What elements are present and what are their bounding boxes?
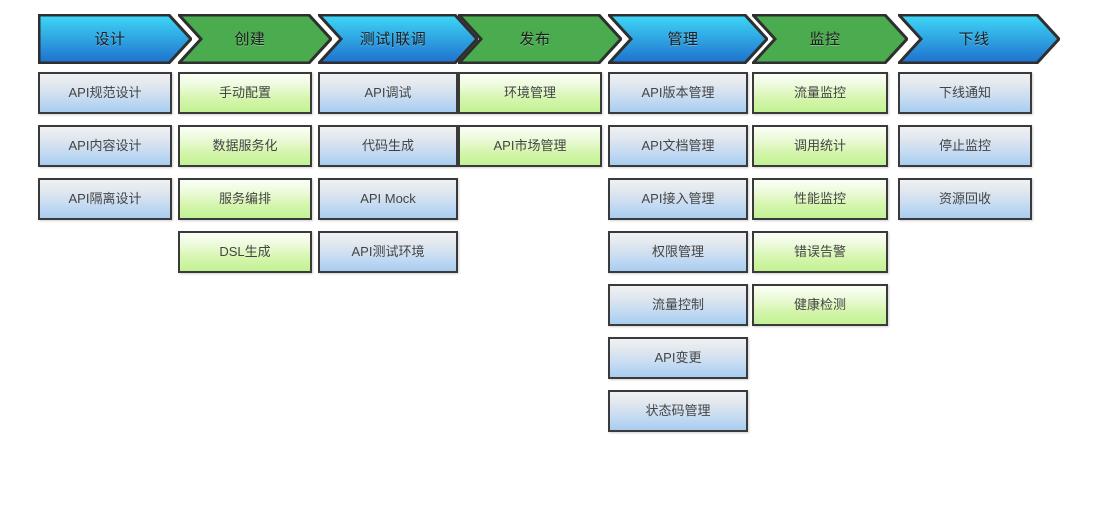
api-lifecycle-diagram: 设计 创建 测试|联调 发布 管理 监控 下线 API规范设计 API内容设计 API隔离设计 手… [38,14,1060,443]
phase-column-1: API规范设计 API内容设计 API隔离设计 [38,72,172,231]
phase-chevron-shape [178,14,332,64]
capability-card-label: DSL生成 [219,243,271,259]
capability-card[interactable]: 权限管理 [608,231,748,273]
capability-card[interactable]: API市场管理 [458,125,602,167]
capability-card[interactable]: 停止监控 [898,125,1032,167]
capability-card[interactable]: 环境管理 [458,72,602,114]
capability-card-label: 手动配置 [218,84,271,100]
phase-chevron-shape [608,14,768,64]
phase-header-7[interactable]: 下线 [898,14,1060,64]
phase-header-6[interactable]: 监控 [752,14,908,64]
phase-header-label: 创建 [234,30,266,48]
capability-card[interactable]: API内容设计 [38,125,172,167]
capability-card[interactable]: API接入管理 [608,178,748,220]
capability-card[interactable]: 错误告警 [752,231,888,273]
capability-card-label: API市场管理 [493,137,567,153]
capability-card-label: API调试 [364,84,412,100]
phase-column-5: API版本管理 API文档管理 API接入管理权限管理流量控制 API变更状态码管理 [608,72,748,443]
phase-column-7: 下线通知停止监控资源回收 [898,72,1032,231]
capability-card-label: API变更 [654,349,702,365]
capability-card-label: 数据服务化 [212,137,278,153]
capability-card[interactable]: DSL生成 [178,231,312,273]
capability-card[interactable]: API隔离设计 [38,178,172,220]
capability-card-label: API文档管理 [641,137,715,153]
capability-card-label: API内容设计 [68,137,142,153]
phase-header-2[interactable]: 创建 [178,14,332,64]
capability-card[interactable]: 调用统计 [752,125,888,167]
phase-header-label: 测试|联调 [359,30,427,48]
phase-column-4: 环境管理 API市场管理 [458,72,602,178]
capability-card[interactable]: 状态码管理 [608,390,748,432]
phase-header-label: 管理 [667,30,699,48]
capability-card-label: 流量监控 [793,84,846,100]
capability-card[interactable]: 下线通知 [898,72,1032,114]
capability-card-label: 环境管理 [503,84,556,100]
capability-card-label: 流量控制 [651,296,704,312]
capability-card-label: 性能监控 [793,190,846,206]
phase-header-1[interactable]: 设计 [38,14,192,64]
capability-card-label: 停止监控 [938,137,991,153]
phase-column-2: 手动配置数据服务化服务编排 DSL生成 [178,72,312,284]
phase-chevron-shape [752,14,908,64]
capability-card[interactable]: API调试 [318,72,458,114]
capability-card[interactable]: 代码生成 [318,125,458,167]
capability-card-label: API测试环境 [351,243,425,259]
capability-card[interactable]: 手动配置 [178,72,312,114]
capability-card-label: 服务编排 [218,190,271,206]
capability-card[interactable]: 服务编排 [178,178,312,220]
capability-card-label: 代码生成 [361,137,414,153]
phase-header-label: 发布 [519,30,551,48]
capability-card[interactable]: API测试环境 [318,231,458,273]
capability-card[interactable]: API变更 [608,337,748,379]
capability-card-label: 调用统计 [793,137,846,153]
capability-card[interactable]: 性能监控 [752,178,888,220]
phase-header-label: 下线 [958,30,990,48]
capability-card[interactable]: API Mock [318,178,458,220]
capability-card-label: API Mock [360,190,416,206]
capability-card-label: 权限管理 [651,243,704,259]
capability-card[interactable]: API文档管理 [608,125,748,167]
capability-card-label: 下线通知 [938,84,991,100]
capability-card[interactable]: API版本管理 [608,72,748,114]
capability-card[interactable]: 流量监控 [752,72,888,114]
capability-card-label: 错误告警 [793,243,846,259]
phase-chevron-shape [38,14,192,64]
capability-card[interactable]: 流量控制 [608,284,748,326]
phase-chevron-shape [898,14,1060,64]
capability-card-label: 状态码管理 [645,402,711,418]
capability-card[interactable]: 健康检测 [752,284,888,326]
phase-header-4[interactable]: 发布 [458,14,622,64]
capability-card-label: 健康检测 [793,296,846,312]
capability-card[interactable]: 资源回收 [898,178,1032,220]
capability-card[interactable]: 数据服务化 [178,125,312,167]
capability-card-label: 资源回收 [938,190,991,206]
phase-chevron-shape [318,14,478,64]
capability-card[interactable]: API规范设计 [38,72,172,114]
phase-header-label: 监控 [809,30,841,48]
phase-header-3[interactable]: 测试|联调 [318,14,478,64]
capability-card-label: API隔离设计 [68,190,142,206]
capability-card-label: API接入管理 [641,190,715,206]
capability-card-label: API版本管理 [641,84,715,100]
capability-card-label: API规范设计 [68,84,142,100]
phase-header-5[interactable]: 管理 [608,14,768,64]
phase-column-6: 流量监控调用统计性能监控错误告警健康检测 [752,72,888,337]
phase-header-label: 设计 [94,30,126,48]
phase-chevron-shape [458,14,622,64]
phase-header-row: 设计 创建 测试|联调 发布 管理 监控 下线 [38,14,1060,64]
